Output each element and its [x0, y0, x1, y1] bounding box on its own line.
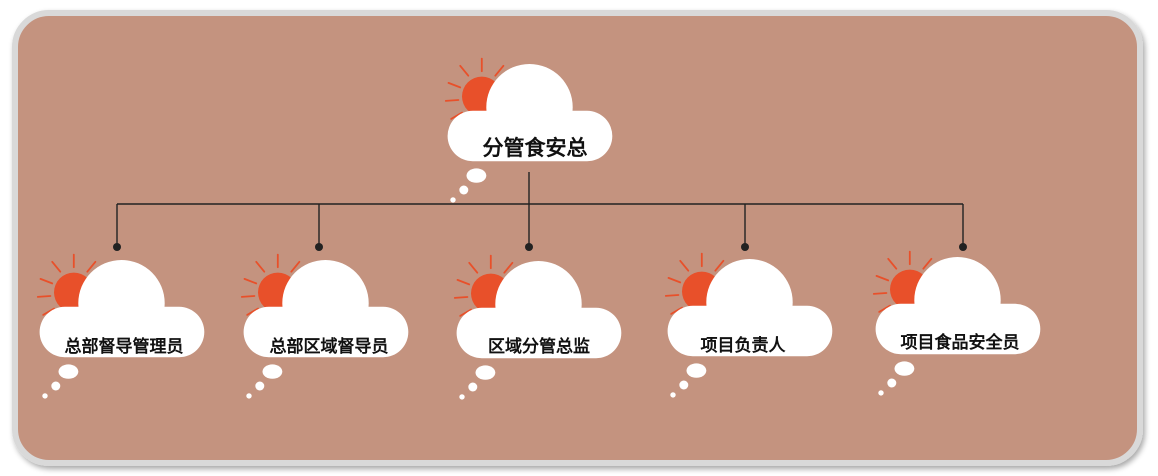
child-node-label: 总部区域督导员 [270, 336, 389, 357]
child-node-5: 项目食品安全员 [872, 250, 1042, 397]
child-node-label: 项目食品安全员 [901, 332, 1020, 353]
node-group: 分管食安总 总部督导管理员 总部区域督导员 区域分管总监 项目负责人 项目食品安… [36, 57, 1042, 401]
child-node-label: 总部督导管理员 [65, 336, 184, 357]
connector-dot [525, 243, 533, 251]
child-node-4: 项目负责人 [664, 252, 834, 399]
root-node: 分管食安总 [444, 57, 614, 204]
child-node-label: 区域分管总监 [488, 336, 590, 357]
connector-dot [113, 243, 121, 251]
connector-lines [113, 172, 967, 251]
child-node-1: 总部督导管理员 [36, 253, 206, 400]
root-node-label: 分管食安总 [483, 136, 588, 160]
diagram-panel [12, 10, 1143, 466]
child-node-3: 区域分管总监 [453, 254, 623, 401]
connector-dot [741, 243, 749, 251]
child-node-label: 项目负责人 [701, 335, 787, 356]
child-node-2: 总部区域督导员 [240, 253, 410, 400]
connector-dot [959, 243, 967, 251]
connector-dot [315, 243, 323, 251]
